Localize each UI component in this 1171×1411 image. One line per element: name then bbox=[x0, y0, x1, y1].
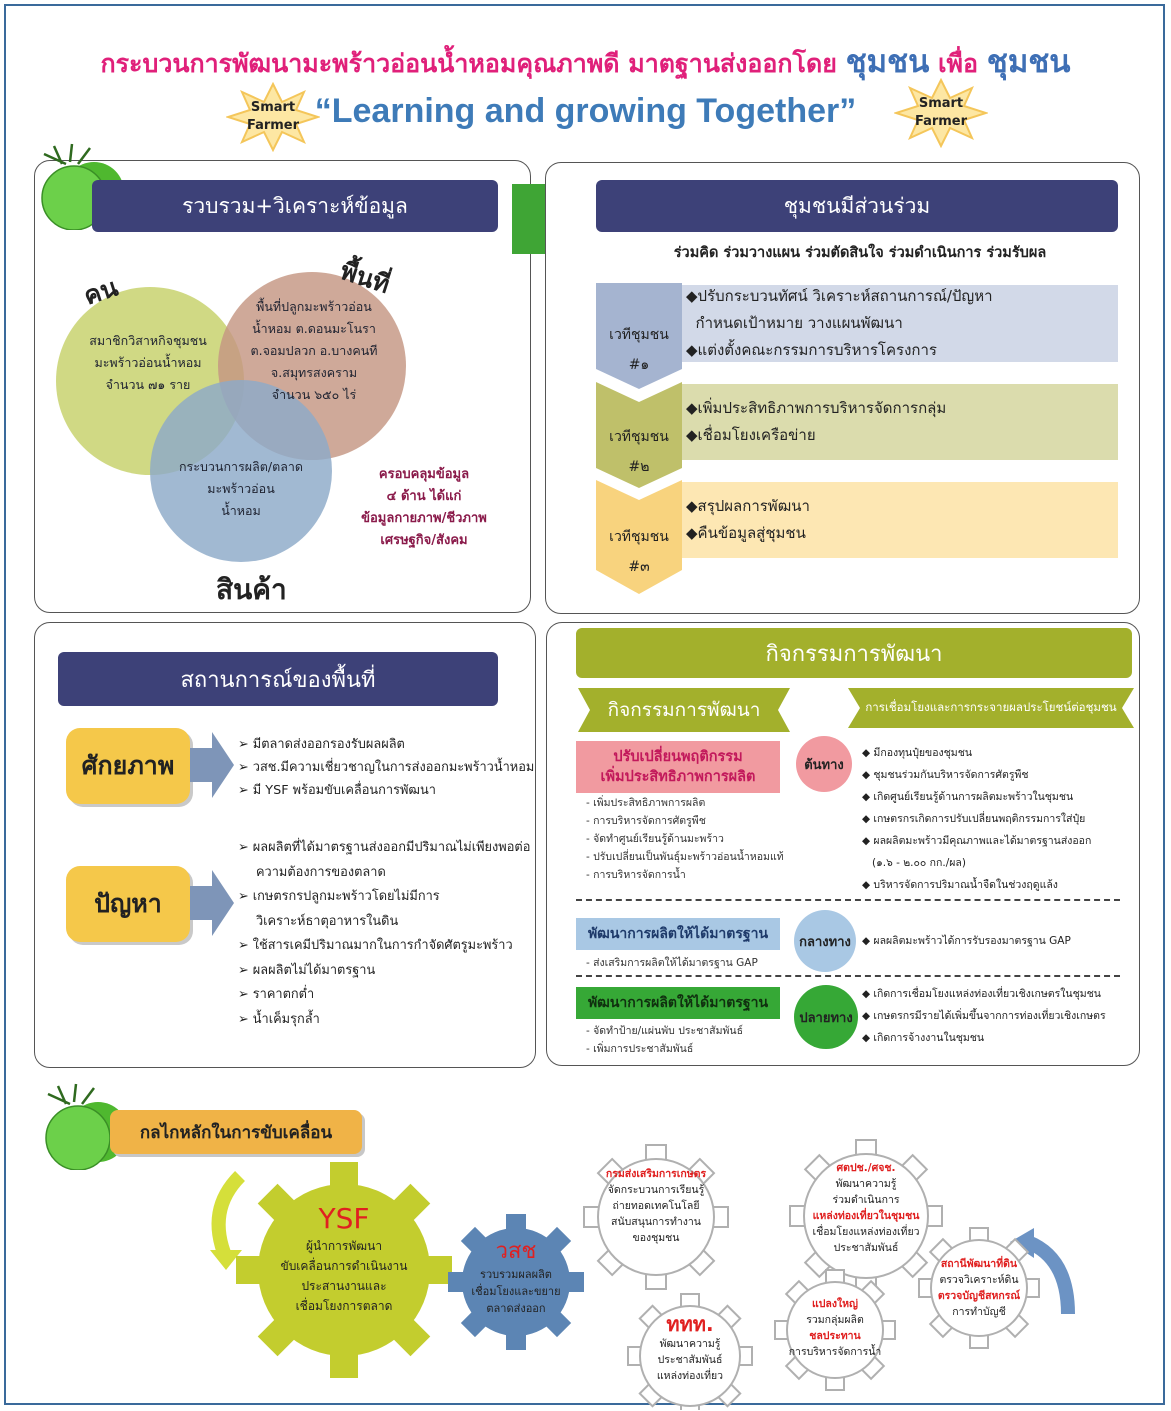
downstream-box: พัฒนาการผลิตให้ได้มาตรฐาน bbox=[576, 987, 780, 1019]
participation-subtitle: ร่วมคิด ร่วมวางแผน ร่วมตัดสินใจ ร่วมดำเน… bbox=[673, 245, 1047, 261]
area-text: พื้นที่ปลูกมะพร้าวอ่อน น้ำหอม ต.ดอนมะโนร… bbox=[250, 299, 378, 402]
downstream-tag: ปลายทาง bbox=[794, 985, 858, 1049]
stage-1-row: ◆ปรับกระบวนทัศน์ วิเคราะห์สถานการณ์/ปัญห… bbox=[678, 285, 1118, 362]
stage-1-chevron bbox=[596, 283, 682, 389]
smart-farmer-line1: Smart bbox=[250, 100, 296, 115]
people-text: สมาชิกวิสาหกิจชุมชน มะพร้าวอ่อนน้ำหอม จำ… bbox=[89, 333, 207, 392]
cycle-arrow-left-icon bbox=[210, 1171, 246, 1270]
gear-wsc bbox=[448, 1214, 584, 1350]
midstream-benefits: ◆ ผลผลิตมะพร้าวได้การรับรองมาตรฐาน GAP bbox=[862, 935, 1071, 947]
gear-pest-center-text: ศตปช./ศจช. พัฒนาความรู้ ร่วมดำเนินการ แห… bbox=[812, 1162, 920, 1254]
midstream-tag: กลางทาง bbox=[794, 910, 856, 972]
title-prefix: กระบวนการพัฒนามะพร้าวอ่อนน้ำหอมคุณภาพดี … bbox=[100, 49, 837, 78]
gear-doae bbox=[583, 1144, 729, 1290]
gear-ysf-text: YSF ผู้นำการพัฒนา ขับเคลื่อนการดำเนินงาน… bbox=[280, 1202, 408, 1313]
product-circle bbox=[150, 380, 332, 562]
smart-farmer-star-left bbox=[226, 82, 320, 152]
upstream-sublist: - เพิ่มประสิทธิภาพการผลิต - การบริหารจัด… bbox=[586, 797, 784, 881]
activities-left-header-shape bbox=[578, 688, 790, 732]
activities-left-header: กิจกรรมการพัฒนา bbox=[607, 699, 761, 721]
title-community-1: ชุมชน bbox=[845, 44, 930, 80]
page-border bbox=[4, 4, 1165, 1405]
gear-wsc-text: วสช รวบรวมผลผลิต เชื่อมโยงและขยาย ตลาดส่… bbox=[471, 1239, 561, 1315]
situation-header: สถานการณ์ของพื้นที่ bbox=[58, 652, 498, 706]
product-text: กระบวนการผลิต/ตลาด มะพร้าวอ่อน น้ำหอม bbox=[178, 459, 304, 518]
potential-box: ศักยภาพ bbox=[66, 728, 190, 804]
smart-farmer-label-left: Smart Farmer bbox=[226, 99, 320, 135]
potential-arrow-icon bbox=[190, 732, 234, 798]
stage-2-row: ◆เพิ่มประสิทธิภาพการบริหารจัดการกลุ่ม ◆เ… bbox=[678, 384, 1118, 460]
gear-doae-text: กรมส่งเสริมการเกษตร จัดกระบวนการเรียนรู้… bbox=[605, 1168, 707, 1244]
stage-2-label: เวทีชุมชน #๒ bbox=[609, 429, 669, 475]
problem-box: ปัญหา bbox=[66, 866, 190, 942]
upstream-benefits: ◆ มีกองทุนปุ๋ยของชุมชน ◆ ชุมชนร่วมกันบริ… bbox=[862, 747, 1092, 891]
mechanism-header: กลไกหลักในการขับเคลื่อน bbox=[110, 1110, 362, 1154]
gear-land-dev-text: สถานีพัฒนาที่ดิน ตรวจวิเคราะห์ดิน ตรวจบั… bbox=[937, 1258, 1021, 1318]
problem-list: ➢ ผลผลิตที่ได้มาตรฐานส่งออกมีปริมาณไม่เพ… bbox=[238, 840, 531, 1027]
gear-tat-text: ททท. พัฒนาความรู้ ประชาสัมพันธ์ แหล่งท่อ… bbox=[656, 1312, 724, 1382]
midstream-sublist: - ส่งเสริมการผลิตให้ได้มาตรฐาน GAP bbox=[586, 957, 758, 969]
divider-1 bbox=[576, 899, 1120, 901]
stage-3-row: ◆สรุปผลการพัฒนา ◆คืนข้อมูลสู่ชุมชน bbox=[678, 482, 1118, 558]
coverage-text: ครอบคลุมข้อมูล ๔ ด้าน ได้แก่ ข้อมูลกายภา… bbox=[361, 467, 487, 548]
gear-land-dev bbox=[918, 1227, 1040, 1349]
potential-list: ➢ มีตลาดส่งออกรองรับผลผลิต ➢ วสช.มีความเ… bbox=[238, 737, 535, 798]
stage-2-chevron bbox=[596, 382, 682, 488]
page-title: กระบวนการพัฒนามะพร้าวอ่อนน้ำหอมคุณภาพดี … bbox=[0, 36, 1171, 86]
activities-right-header: การเชื่อมโยงและการกระจายผลประโยชน์ต่อชุม… bbox=[865, 700, 1117, 714]
stage-1-label: เวทีชุมชน #๑ bbox=[609, 327, 669, 373]
participation-header: ชุมชนมีส่วนร่วม bbox=[596, 180, 1118, 232]
problem-arrow-icon bbox=[190, 870, 234, 936]
gear-large-plot bbox=[774, 1269, 896, 1391]
smart-farmer-line2: Farmer bbox=[246, 118, 300, 133]
stage-3-label: เวทีชุมชน #๓ bbox=[609, 529, 669, 575]
smart-farmer-line1: Smart bbox=[918, 96, 964, 111]
smart-farmer-star-right bbox=[894, 78, 988, 148]
upstream-box: ปรับเปลี่ยนพฤติกรรม เพิ่มประสิทธิภาพการผ… bbox=[576, 741, 780, 793]
activities-header: กิจกรรมการพัฒนา bbox=[576, 628, 1132, 678]
gear-ysf bbox=[236, 1162, 452, 1378]
stage-3-chevron bbox=[596, 480, 682, 594]
upstream-tag: ต้นทาง bbox=[796, 736, 852, 792]
collect-header: รวบรวม+วิเคราะห์ข้อมูล bbox=[92, 180, 498, 232]
downstream-sublist: - จัดทำป้าย/แผ่นพับ ประชาสัมพันธ์ - เพิ่… bbox=[586, 1025, 743, 1055]
midstream-box: พัฒนาการผลิตให้ได้มาตรฐาน bbox=[576, 918, 780, 950]
smart-farmer-line2: Farmer bbox=[914, 114, 968, 129]
product-label: สินค้า bbox=[216, 573, 287, 606]
activities-right-header-shape bbox=[848, 688, 1134, 728]
gear-tat bbox=[627, 1293, 753, 1410]
gear-large-plot-text: แปลงใหญ่ รวมกลุ่มผลิต ชลประทาน การบริหาร… bbox=[788, 1298, 882, 1358]
page-slogan: “Learning and growing Together” bbox=[314, 92, 857, 130]
downstream-benefits: ◆ เกิดการเชื่อมโยงแหล่งท่องเที่ยวเชิงเกษ… bbox=[862, 988, 1106, 1044]
divider-2 bbox=[576, 975, 1120, 977]
gear-pest-center bbox=[789, 1139, 943, 1293]
smart-farmer-label-right: Smart Farmer bbox=[894, 95, 988, 131]
title-community-2: ชุมชน bbox=[986, 44, 1071, 80]
cycle-arrow-right-icon bbox=[1010, 1228, 1075, 1315]
title-for: เพื่อ bbox=[938, 49, 979, 78]
